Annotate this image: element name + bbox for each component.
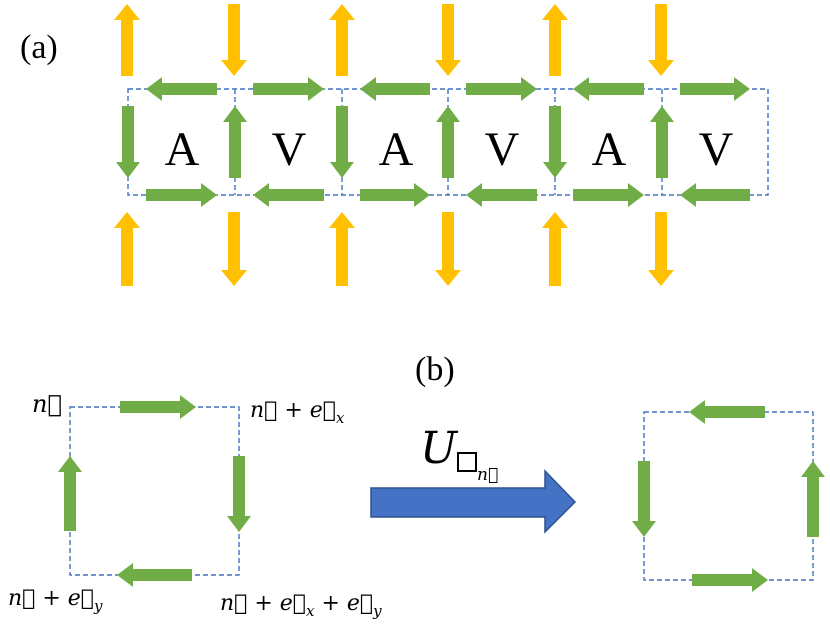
spin-arrow (435, 212, 461, 286)
link-arrow (116, 106, 140, 178)
spin-arrow (542, 4, 568, 76)
link-arrow (120, 395, 196, 419)
operator-symbol: U (420, 423, 459, 474)
spin-arrow (221, 212, 247, 286)
link-arrow (223, 106, 247, 178)
plaquette-label: A (592, 123, 627, 176)
link-arrow (117, 563, 192, 587)
spin-arrow (221, 4, 247, 76)
spin-arrow (435, 4, 461, 76)
link-arrow (466, 183, 537, 207)
spin-arrow (329, 4, 355, 76)
plaquette-label: A (165, 123, 200, 176)
arrows-panel-a (114, 4, 750, 286)
panel-b-label: (b) (415, 351, 455, 388)
plaquette-box-icon (457, 452, 477, 472)
link-arrow (253, 77, 324, 101)
spin-arrow (648, 4, 674, 76)
link-arrow (436, 106, 460, 178)
plaquette-frame-left (69, 406, 240, 576)
link-arrow (227, 456, 251, 532)
plaquette-label: V (699, 123, 734, 176)
arrows-panel-b (58, 395, 825, 592)
link-arrow (146, 183, 217, 207)
corner-label-n-plus-ey: n⃗ + e⃗y (8, 586, 103, 615)
plaquette-label: A (379, 123, 414, 176)
link-arrow (466, 77, 537, 101)
corner-label-n: n⃗ (32, 390, 62, 418)
link-arrow (680, 183, 750, 207)
link-arrow (632, 461, 656, 537)
link-arrow (689, 400, 765, 424)
spin-arrow (329, 212, 355, 286)
link-arrow (692, 568, 768, 592)
link-arrow (543, 106, 567, 178)
operator-arrow (370, 469, 577, 534)
link-arrow (650, 106, 674, 178)
spin-arrow (648, 212, 674, 286)
spin-arrow (114, 4, 140, 76)
plaquette-label: V (272, 123, 307, 176)
panel-a-label: (a) (20, 29, 58, 66)
link-arrow (360, 77, 430, 101)
link-arrow (573, 77, 644, 101)
link-arrow (801, 461, 825, 537)
plaquette-frame-right (643, 411, 814, 581)
corner-label-n-plus-ex: n⃗ + e⃗x (250, 398, 345, 427)
spin-arrow (542, 212, 568, 286)
corner-label-n-plus-ex-plus-ey: n⃗ + e⃗x + e⃗y (220, 591, 382, 620)
spin-arrow (114, 212, 140, 286)
plaquette-labels: A V A V A V (165, 123, 734, 176)
link-arrow (146, 77, 217, 101)
plaquette-label: V (485, 123, 520, 176)
link-arrow (58, 456, 82, 531)
link-arrow (573, 183, 644, 207)
operator-subscript: n⃗ (477, 465, 498, 485)
link-arrow (330, 106, 354, 178)
link-arrow (360, 183, 430, 207)
link-arrow (253, 183, 324, 207)
operator-label: U n⃗ (420, 423, 498, 485)
link-arrow (680, 77, 750, 101)
